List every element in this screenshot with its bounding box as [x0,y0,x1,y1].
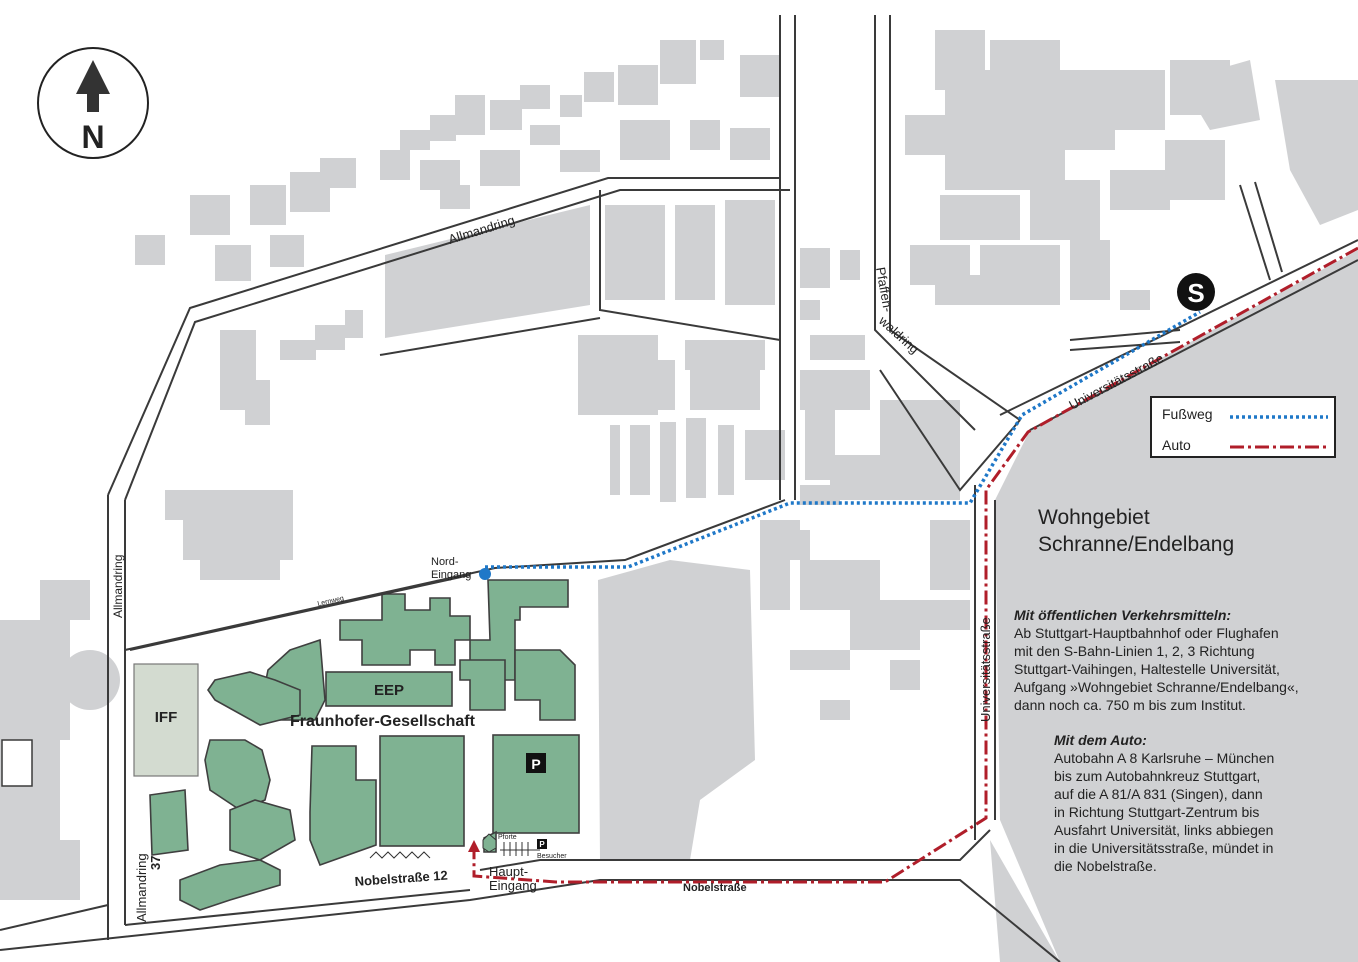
buildings-south-central [598,400,970,860]
besucher-parking-letter: P [539,840,545,849]
street-allmandring-left: Allmandring [111,555,125,618]
public-line: dann noch ca. 750 m bis zum Institut. [1014,697,1246,713]
public-line: Aufgang »Wohngebiet Schranne/Endelbang«, [1014,679,1299,695]
street-nobelstrasse: Nobelstraße [683,882,747,894]
parking-label: P [531,756,540,772]
legend-car-label: Auto [1162,437,1191,453]
street-pfaffenwaldring-line2: waldring [875,312,922,356]
sbahn-station-icon [1177,273,1215,311]
public-transport-directions: Mit öffentlichen Verkehrsmitteln: Ab Stu… [1014,606,1344,714]
besucher-parking-lines [500,842,540,856]
car-route [472,246,1358,884]
legend-walk-label: Fußweg [1162,406,1213,422]
car-directions: Mit dem Auto: Autobahn A 8 Karlsruhe – M… [1054,731,1324,875]
pforte-label: Pforte [498,834,517,841]
public-heading: Mit öffentlichen Verkehrsmitteln: [1014,607,1232,623]
north-arrow-icon [76,60,110,112]
car-line: bis zum Autobahnkreuz Stuttgart, [1054,768,1261,784]
street-allmandring-37-line1: Allmandring [134,853,149,922]
legend-walk-line [1230,415,1328,419]
compass-letter: N [81,119,104,155]
haupt-eingang-line1: Haupt- [489,864,528,879]
fraunhofer-label: Fraunhofer-Gesellschaft [290,713,476,730]
eep-label: EEP [374,682,404,699]
haupt-eingang-line2: Eingang [489,878,537,893]
nord-eingang-line2: Eingang [431,569,471,581]
roads [0,15,1358,962]
parking-icon [526,753,546,773]
car-heading: Mit dem Auto: [1054,732,1147,748]
map-legend: Fußweg Auto [1150,396,1336,458]
pforte-icon [482,833,497,853]
buildings-northwest [135,40,780,281]
street-universitaetsstrasse-vertical: Universitätsstraße [978,617,993,722]
zigzag-fence [369,851,431,859]
street-allmandring-37-line2: 37 [148,856,163,870]
car-line: Ausfahrt Universität, links abbiegen [1054,822,1274,838]
area-name-line2: Schranne/Endelbang [1038,533,1235,556]
sbahn-label: S [1187,278,1204,308]
fraunhofer-buildings [149,579,580,911]
public-line: Ab Stuttgart-Hauptbahnhof oder Flughafen [1014,625,1279,641]
street-pfaffenwaldring-line1: Pfaffen- [873,266,896,313]
car-line: in die Universitätsstraße, mündet in [1054,840,1274,856]
car-line: in Richtung Stuttgart-Zentrum bis [1054,804,1260,820]
car-line: auf die A 81/A 831 (Singen), dann [1054,786,1263,802]
besucher-label: Besucher [537,853,567,860]
car-line: Autobahn A 8 Karlsruhe – München [1054,750,1275,766]
nord-eingang-marker [479,568,491,580]
nord-eingang-line1: Nord- [431,556,459,568]
iff-label: IFF [155,709,178,726]
buildings-west [0,310,363,900]
street-nobelstrasse-12: Nobelstraße 12 [354,868,448,889]
public-line: mit den S-Bahn-Linien 1, 2, 3 Richtung [1014,643,1255,659]
public-line: Stuttgart-Vaihingen, Haltestelle Univers… [1014,661,1280,677]
buildings-northeast [905,30,1358,310]
iff-building [133,663,199,777]
legend-car-line [1230,445,1328,449]
besucher-parking-icon [537,839,547,849]
haupt-eingang-arrow [468,840,480,852]
buildings-central [385,200,880,505]
compass: N [37,47,149,159]
block-bottom-right [990,840,1060,962]
area-name-line1: Wohngebiet [1038,506,1150,529]
residential-area-label: Wohngebiet Schranne/Endelbang [1038,504,1234,558]
car-line: die Nobelstraße. [1054,858,1157,874]
